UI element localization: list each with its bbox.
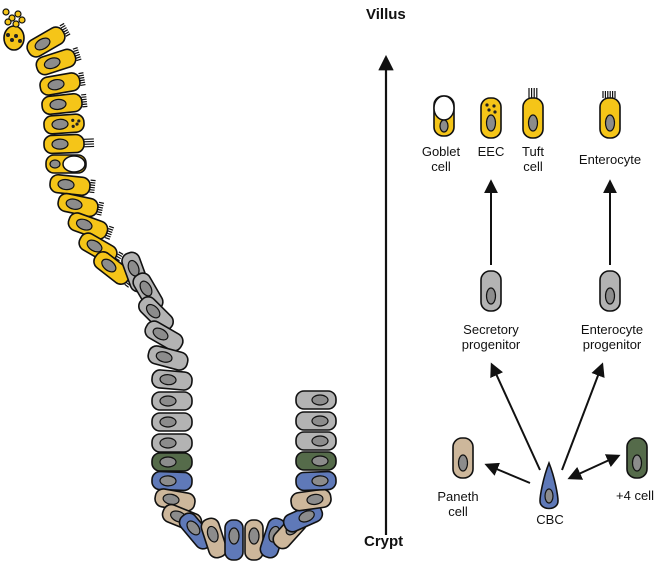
crypt-label: Crypt — [364, 533, 404, 550]
epithelial-cell-paneth_tan — [244, 519, 264, 561]
epithelial-cell-plus4_green — [151, 452, 193, 472]
epithelial-cell-cbc_blue — [295, 470, 337, 492]
epithelial-cell-mature_yellow — [43, 133, 95, 155]
lineage-arrow — [490, 362, 541, 471]
secreting-goblet-cell — [2, 8, 26, 51]
epithelial-cell-paneth_tan — [290, 488, 332, 512]
tuft-cell-label: Tuft cell — [522, 144, 544, 174]
epithelial-cell-progenitor_grey — [138, 296, 174, 332]
crypt-villus-epithelium — [2, 8, 337, 561]
epithelial-cell-paneth_tan — [154, 488, 196, 512]
eec-cell — [480, 97, 502, 139]
lineage-arrow — [561, 362, 605, 471]
enterocyte-label: Enterocyte — [578, 152, 642, 167]
epithelial-cell-mature_yellow — [41, 92, 88, 116]
cbc-plus4-bidirectional-arrow — [567, 454, 621, 480]
epithelial-cell-progenitor_grey — [295, 390, 337, 410]
secretory-progenitor-label: Secretory progenitor — [461, 322, 521, 352]
cbc-label: CBC — [536, 512, 564, 527]
epithelial-cell-progenitor_grey — [295, 411, 337, 431]
epithelial-cell-progenitor_grey — [147, 345, 189, 371]
epithelial-cell-progenitor_grey — [295, 431, 337, 451]
epithelial-cell-mature_yellow — [67, 212, 115, 240]
epithelial-cell-mature_yellow — [35, 47, 82, 76]
epithelial-cell-progenitor_grey — [151, 391, 193, 411]
epithelial-cell-progenitor_grey — [151, 433, 193, 453]
epithelial-cell-mature_yellow — [57, 192, 105, 218]
epithelial-cell-progenitor_grey — [151, 412, 193, 432]
goblet-cell — [433, 95, 455, 137]
epithelial-cell-mature_yellow — [43, 113, 85, 135]
cbc-cell — [539, 460, 559, 510]
epithelial-cell-mature_yellow — [49, 173, 96, 197]
villus-label: Villus — [366, 6, 406, 23]
enterocyte-progenitor-label: Enterocyte progenitor — [580, 322, 644, 352]
paneth-cell — [452, 437, 474, 479]
epithelial-cell-progenitor_grey — [144, 320, 184, 352]
plus4-cell — [626, 437, 648, 479]
tuft-cell — [522, 88, 544, 139]
lineage-arrow — [484, 462, 531, 484]
epithelial-cell-cbc_blue — [151, 470, 193, 492]
epithelial-cell-progenitor_grey — [151, 369, 193, 391]
goblet-cell-label: Goblet cell — [421, 144, 461, 174]
epithelial-cell-cbc_blue — [224, 519, 244, 561]
epithelial-cell-mature_yellow — [26, 22, 71, 58]
secretory-progenitor-cell — [480, 270, 502, 312]
epithelial-cell-mature_yellow — [45, 154, 87, 174]
enterocyte-cell — [599, 91, 621, 139]
eec-label: EEC — [477, 144, 505, 159]
epithelial-cell-plus4_green — [295, 451, 337, 471]
epithelial-cell-paneth_tan — [200, 517, 228, 559]
epithelial-cell-mature_yellow — [39, 72, 86, 96]
plus4-cell-label: +4 cell — [616, 488, 654, 503]
enterocyte-progenitor-cell — [599, 270, 621, 312]
lineage-tree — [433, 88, 648, 510]
paneth-cell-label: Paneth cell — [437, 489, 479, 519]
